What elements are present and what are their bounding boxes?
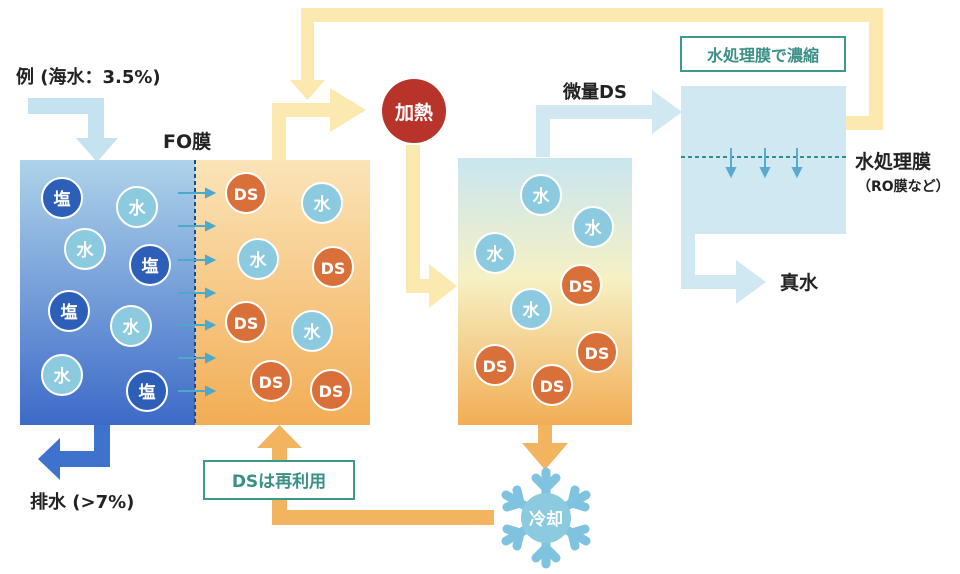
particle-water: 水 bbox=[474, 232, 516, 274]
particle-ds: DS bbox=[312, 246, 354, 288]
svg-text:水: 水 bbox=[123, 317, 141, 338]
drain-label: 排水 (>7%) bbox=[30, 491, 134, 513]
svg-text:水: 水 bbox=[523, 300, 541, 321]
ro-filter-arrows bbox=[725, 148, 803, 179]
cool-arrow bbox=[522, 424, 568, 470]
pure-water-label: 真水 bbox=[780, 271, 819, 294]
svg-text:加熱: 加熱 bbox=[394, 101, 433, 124]
particle-ds: DS bbox=[576, 331, 618, 373]
particle-water: 水 bbox=[572, 206, 614, 248]
svg-text:DS: DS bbox=[319, 382, 344, 401]
svg-text:水: 水 bbox=[533, 186, 551, 207]
particle-water: 水 bbox=[64, 228, 106, 270]
pure-water-arrow bbox=[681, 230, 766, 304]
trace-ds-label: 微量DS bbox=[562, 81, 627, 103]
trace-ds-arrow bbox=[536, 90, 682, 157]
particle-ds: DS bbox=[560, 264, 602, 306]
permeation-arrows bbox=[178, 187, 217, 397]
svg-text:DS: DS bbox=[585, 344, 610, 363]
particle-water: 水 bbox=[291, 310, 333, 352]
particle-ds: DS bbox=[531, 364, 573, 406]
svg-text:塩: 塩 bbox=[54, 189, 71, 210]
svg-text:水処理膜で濃縮: 水処理膜で濃縮 bbox=[707, 46, 819, 65]
svg-text:水: 水 bbox=[304, 322, 322, 343]
svg-text:DS: DS bbox=[234, 185, 259, 204]
heat-node: 加熱 bbox=[382, 79, 446, 143]
particle-water: 水 bbox=[510, 288, 552, 330]
drain-arrow bbox=[38, 425, 110, 480]
particle-salt: 塩 bbox=[41, 177, 83, 219]
particle-ds: DS bbox=[474, 344, 516, 386]
particle-ds: DS bbox=[225, 301, 267, 343]
particle-water: 水 bbox=[110, 305, 152, 347]
ro-unit bbox=[681, 86, 846, 234]
particle-water: 水 bbox=[41, 354, 83, 396]
svg-text:DS: DS bbox=[259, 373, 284, 392]
svg-text:水: 水 bbox=[54, 366, 72, 387]
concentrate-box: 水処理膜で濃縮 bbox=[680, 36, 846, 72]
svg-text:DS: DS bbox=[483, 357, 508, 376]
svg-text:水: 水 bbox=[487, 244, 505, 265]
snowflake-icon bbox=[501, 467, 591, 569]
svg-text:DS: DS bbox=[234, 314, 259, 333]
particle-ds: DS bbox=[310, 369, 352, 411]
particle-water: 水 bbox=[301, 182, 343, 224]
heat-to-tank-arrow bbox=[406, 145, 457, 308]
ro-membrane-label: 水処理膜 bbox=[855, 150, 931, 173]
svg-text:塩: 塩 bbox=[142, 256, 159, 277]
yellow-loop-arrow bbox=[272, 8, 883, 160]
particle-salt: 塩 bbox=[126, 370, 168, 412]
particle-salt: 塩 bbox=[48, 290, 90, 332]
input-label: 例 (海水：3.5%) bbox=[16, 66, 161, 88]
svg-text:塩: 塩 bbox=[61, 302, 78, 323]
cool-label: 冷却 bbox=[529, 509, 563, 530]
input-arrow bbox=[28, 98, 118, 162]
reuse-box: DSは再利用 bbox=[203, 460, 355, 500]
particle-water: 水 bbox=[520, 174, 562, 216]
svg-text:DS: DS bbox=[540, 377, 565, 396]
particle-water: 水 bbox=[237, 238, 279, 280]
svg-text:塩: 塩 bbox=[139, 382, 156, 403]
svg-text:DS: DS bbox=[321, 259, 346, 278]
svg-text:水: 水 bbox=[129, 198, 147, 219]
svg-text:DSは再利用: DSは再利用 bbox=[232, 471, 326, 492]
particle-ds: DS bbox=[225, 172, 267, 214]
svg-text:水: 水 bbox=[585, 218, 603, 239]
svg-text:水: 水 bbox=[314, 194, 332, 215]
particle-water: 水 bbox=[116, 186, 158, 228]
ro-membrane-sublabel: （RO膜など） bbox=[857, 178, 950, 195]
particle-salt: 塩 bbox=[129, 244, 171, 286]
svg-text:水: 水 bbox=[77, 240, 95, 261]
fo-membrane-label: FO膜 bbox=[163, 130, 211, 153]
particle-ds: DS bbox=[250, 360, 292, 402]
svg-text:DS: DS bbox=[569, 277, 594, 296]
svg-text:水: 水 bbox=[250, 250, 268, 271]
